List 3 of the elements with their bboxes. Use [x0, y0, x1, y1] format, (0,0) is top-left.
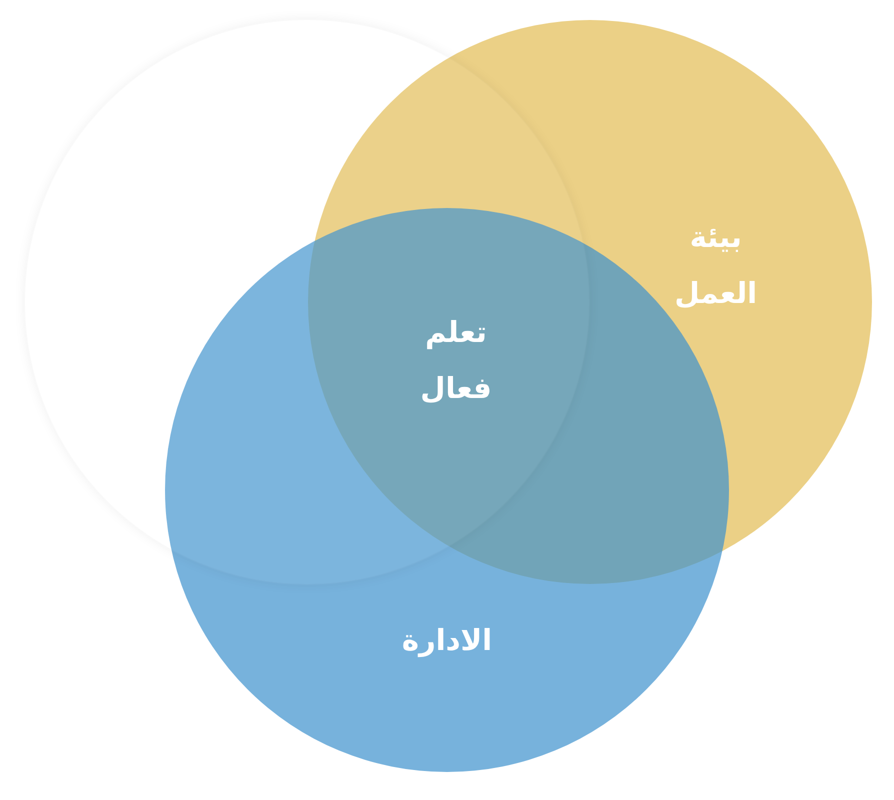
set-label: الادارة — [402, 622, 492, 660]
overlap-label: تعلم فعال — [420, 314, 492, 407]
set-label: بيئة العمل — [674, 218, 758, 312]
